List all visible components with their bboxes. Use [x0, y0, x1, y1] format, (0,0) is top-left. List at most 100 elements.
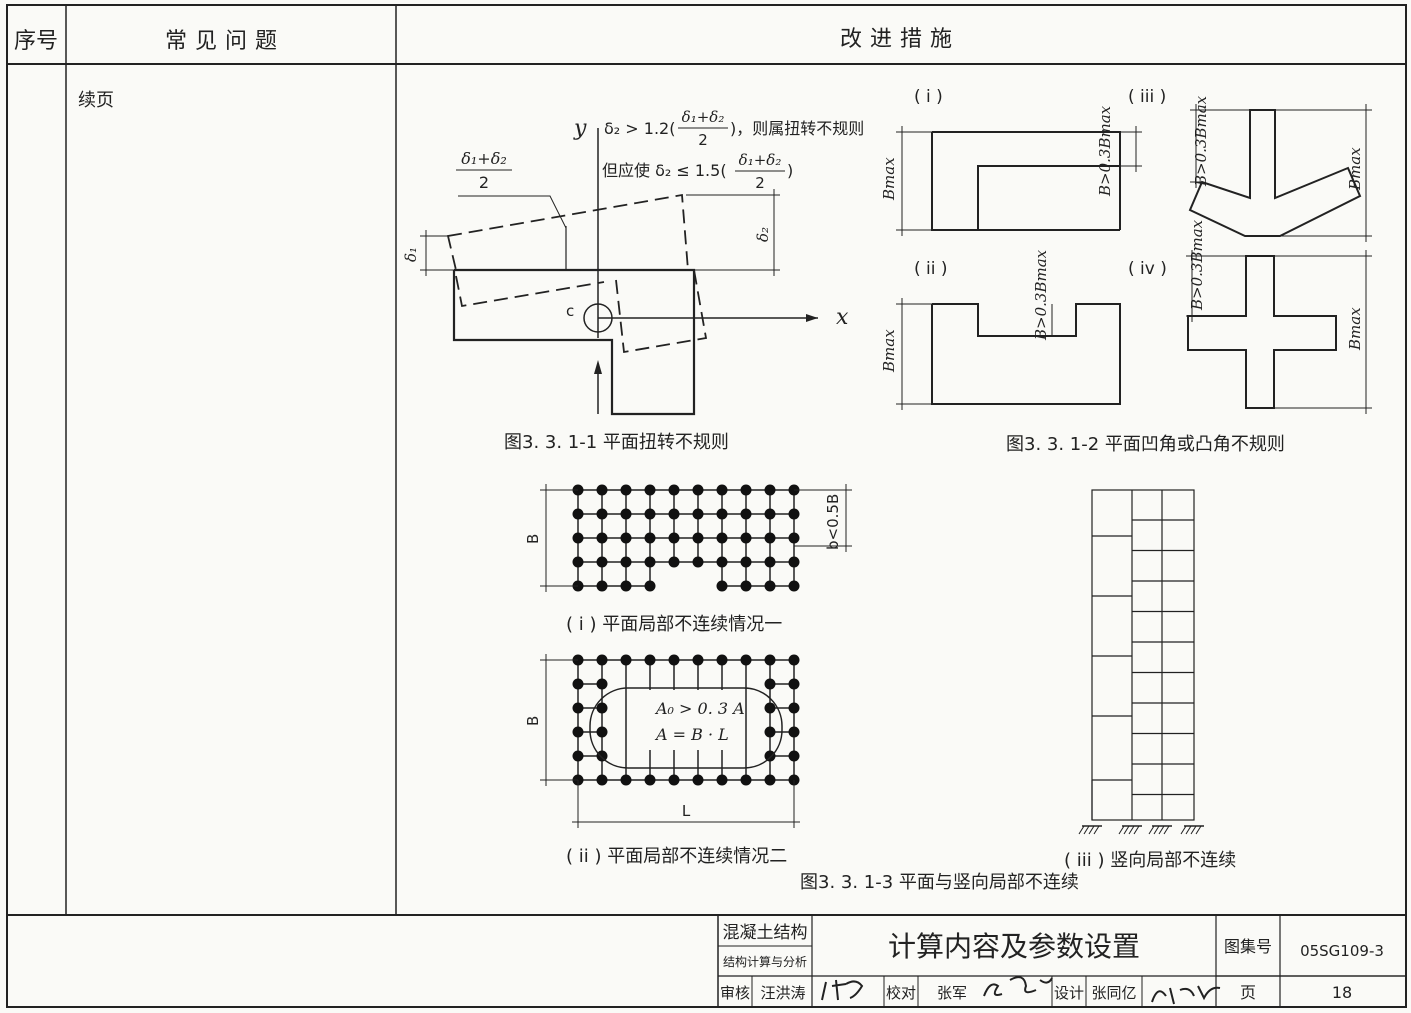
grid-column-dot: [596, 556, 608, 568]
case-iii-bmax: Bmax: [1346, 147, 1364, 191]
grid-column-dot: [692, 556, 704, 568]
grid-column-dot: [620, 508, 632, 520]
support-hatch: [1185, 825, 1192, 835]
grid-column-dot: [788, 580, 800, 592]
grid-column-dot: [740, 484, 752, 496]
delta2-label: δ₂: [754, 227, 772, 242]
grid-column-dot: [620, 654, 632, 666]
case-i-bmax: Bmax: [880, 157, 898, 201]
condition-1-head: δ₂ > 1.2(: [604, 119, 675, 138]
grid-column-dot: [668, 654, 680, 666]
grid-column-dot: [764, 484, 776, 496]
fig3-caption: 图3. 3. 1-3 平面与竖向局部不连续: [800, 872, 1079, 893]
grid-column-dot: [764, 678, 776, 690]
support-hatch: [1153, 825, 1160, 835]
grid-column-dot: [740, 654, 752, 666]
grid-column-dot: [764, 702, 776, 714]
grid-column-dot: [788, 654, 800, 666]
grid-column-dot: [764, 774, 776, 786]
grid-column-dot: [644, 580, 656, 592]
grid-column-dot: [764, 580, 776, 592]
figure-grid-ii: A₀ > 0. 3 A A = B · L B L ( ii ) 平面局部不连续…: [524, 654, 800, 867]
grid-column-dot: [692, 774, 704, 786]
grid-column-dot: [740, 774, 752, 786]
avg-frac-den: 2: [479, 173, 489, 192]
grid-column-dot: [572, 702, 584, 714]
support-hatch: [1128, 825, 1135, 835]
grid-column-dot: [788, 750, 800, 762]
case-ii-bmax: Bmax: [880, 329, 898, 373]
grid-ii-B: B: [524, 716, 542, 726]
grid-column-dot: [572, 750, 584, 762]
grid-column-dot: [596, 750, 608, 762]
figure-torsion: c y x δ₁ δ₂ δ₁+δ₂ 2 δ₂ > 1.2( δ₁+δ₂ 2 )，…: [402, 108, 864, 453]
grid-column-dot: [692, 532, 704, 544]
grid-column-dot: [788, 532, 800, 544]
atlas-label: 图集号: [1224, 937, 1272, 956]
grid-column-dot: [716, 580, 728, 592]
grid-column-dot: [716, 484, 728, 496]
grid-column-dot: [644, 774, 656, 786]
grid-column-dot: [740, 532, 752, 544]
sheet-title: 计算内容及参数设置: [888, 930, 1140, 963]
design-label: 设计: [1054, 984, 1084, 1002]
condition-2-tail: ): [787, 161, 793, 180]
condition-1-den: 2: [698, 131, 708, 149]
check-label: 校对: [886, 984, 916, 1002]
grid-column-dot: [716, 556, 728, 568]
grid-ii-eq1: A₀ > 0. 3 A: [654, 699, 745, 718]
grid-column-dot: [764, 654, 776, 666]
support-hatch: [1148, 825, 1155, 835]
grid-column-dot: [668, 484, 680, 496]
grid-column-dot: [716, 774, 728, 786]
grid-column-dot: [596, 532, 608, 544]
grid-column-dot: [644, 484, 656, 496]
page-label: 页: [1240, 983, 1256, 1002]
support-hatch: [1190, 825, 1197, 835]
category-2: 结构计算与分析: [723, 954, 807, 969]
support-hatch: [1078, 825, 1085, 835]
grid-column-dot: [716, 508, 728, 520]
grid-column-dot: [692, 654, 704, 666]
condition-1-tail: )，则属扭转不规则: [730, 119, 864, 138]
grid-column-dot: [596, 654, 608, 666]
grid-column-dot: [668, 556, 680, 568]
support-hatch: [1158, 825, 1165, 835]
review-label: 审核: [720, 984, 750, 1002]
case-iv-label: ( iv ): [1128, 259, 1167, 279]
grid-column-dot: [788, 702, 800, 714]
support-hatch: [1088, 825, 1095, 835]
support-hatch: [1093, 825, 1100, 835]
case-iii-label: ( iii ): [1128, 87, 1166, 107]
grid-column-dot: [764, 556, 776, 568]
grid-column-dot: [596, 726, 608, 738]
header-problem: 常见问题: [165, 29, 285, 54]
title-block: 混凝土结构 结构计算与分析 计算内容及参数设置 图集号 05SG109-3 审核…: [717, 915, 1406, 1007]
grid-column-dot: [572, 556, 584, 568]
grid-column-dot: [668, 774, 680, 786]
case-ii-label: ( ii ): [914, 259, 948, 279]
grid-column-dot: [596, 678, 608, 690]
grid-column-dot: [668, 532, 680, 544]
grid-column-dot: [716, 532, 728, 544]
grid-column-dot: [572, 532, 584, 544]
grid-column-dot: [620, 532, 632, 544]
review-signature: [821, 979, 864, 1001]
grid-column-dot: [668, 508, 680, 520]
atlas-number: 05SG109-3: [1300, 942, 1384, 960]
axis-x-label: x: [836, 305, 849, 330]
grid-column-dot: [596, 580, 608, 592]
grid-column-dot: [620, 556, 632, 568]
support-hatch: [1180, 825, 1187, 835]
grid-column-dot: [764, 726, 776, 738]
condition-2-den: 2: [755, 174, 765, 192]
support-hatch: [1133, 825, 1140, 835]
grid-column-dot: [788, 556, 800, 568]
delta1-label: δ₁: [402, 247, 420, 262]
figure-grid-i: B b<0.5B ( i ) 平面局部不连续情况一: [524, 484, 852, 635]
grid-column-dot: [788, 726, 800, 738]
grid-column-dot: [740, 508, 752, 520]
grid-column-dot: [620, 580, 632, 592]
grid-column-dot: [596, 484, 608, 496]
